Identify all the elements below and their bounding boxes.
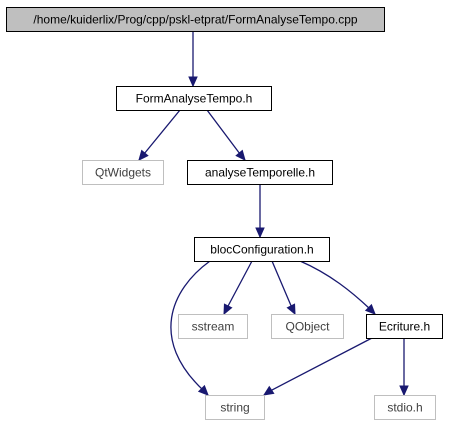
arrowhead xyxy=(138,149,149,161)
edge-blocconfiguration_h-to-ecriture_h xyxy=(299,260,376,315)
node-box xyxy=(194,237,330,262)
edge-ecriture_h-to-stdio_h xyxy=(399,338,409,397)
node-blocconfiguration_h[interactable]: blocConfiguration.h xyxy=(194,237,330,262)
edge-analysetemporelle_h-to-blocconfiguration_h xyxy=(255,184,265,239)
node-label: QObject xyxy=(285,320,330,334)
edges-layer xyxy=(138,31,409,397)
arrowhead xyxy=(223,303,233,316)
arrowhead xyxy=(255,227,265,239)
edge-blocconfiguration_h-to-string xyxy=(170,260,211,396)
edge-blocconfiguration_h-to-qobject xyxy=(271,260,296,316)
node-analysetemporelle_h[interactable]: analyseTemporelle.h xyxy=(187,160,333,185)
node-box xyxy=(116,86,272,111)
node-box xyxy=(178,314,248,339)
arrowhead xyxy=(188,76,198,88)
node-string[interactable]: string xyxy=(205,395,265,420)
edge-line xyxy=(299,260,376,315)
node-qtwidgets[interactable]: QtWidgets xyxy=(82,160,164,185)
arrowhead xyxy=(262,385,275,396)
edge-formanalysetempo_h-to-qtwidgets xyxy=(138,109,181,161)
arrowhead xyxy=(197,384,209,396)
node-formanalysetempo_h[interactable]: FormAnalyseTempo.h xyxy=(116,86,272,111)
node-label: stdio.h xyxy=(387,401,422,415)
node-box xyxy=(82,160,164,185)
node-box xyxy=(205,395,265,420)
node-qobject[interactable]: QObject xyxy=(271,314,344,339)
node-label: FormAnalyseTempo.h xyxy=(136,92,253,106)
node-box xyxy=(187,160,333,185)
nodes-layer: /home/kuiderlix/Prog/cpp/pskl-etprat/For… xyxy=(6,7,443,420)
node-stdio_h[interactable]: stdio.h xyxy=(374,395,436,420)
node-box xyxy=(271,314,344,339)
edge-line xyxy=(263,337,373,396)
node-sstream[interactable]: sstream xyxy=(178,314,248,339)
node-label: QtWidgets xyxy=(95,166,151,180)
edge-line xyxy=(170,260,211,396)
edge-blocconfiguration_h-to-sstream xyxy=(223,260,253,316)
node-label: sstream xyxy=(192,320,235,334)
node-ecriture_h[interactable]: Ecriture.h xyxy=(366,314,443,339)
node-label: analyseTemporelle.h xyxy=(205,166,315,180)
edge-formanalysetempo_h-to-analysetemporelle_h xyxy=(206,109,246,161)
node-box xyxy=(374,395,436,420)
arrowhead xyxy=(399,385,409,397)
arrowhead xyxy=(235,149,246,161)
edge-ecriture_h-to-string xyxy=(262,337,373,396)
arrowhead xyxy=(364,303,376,315)
edge-root-to-formanalysetempo_h xyxy=(188,31,198,88)
node-label: Ecriture.h xyxy=(379,320,430,334)
node-box xyxy=(6,7,385,32)
edge-line xyxy=(138,109,181,161)
node-box xyxy=(366,314,443,339)
arrowhead xyxy=(286,303,296,316)
node-label: blocConfiguration.h xyxy=(210,243,313,257)
node-label: /home/kuiderlix/Prog/cpp/pskl-etprat/For… xyxy=(33,13,357,27)
node-label: string xyxy=(220,401,249,415)
node-root[interactable]: /home/kuiderlix/Prog/cpp/pskl-etprat/For… xyxy=(6,7,385,32)
